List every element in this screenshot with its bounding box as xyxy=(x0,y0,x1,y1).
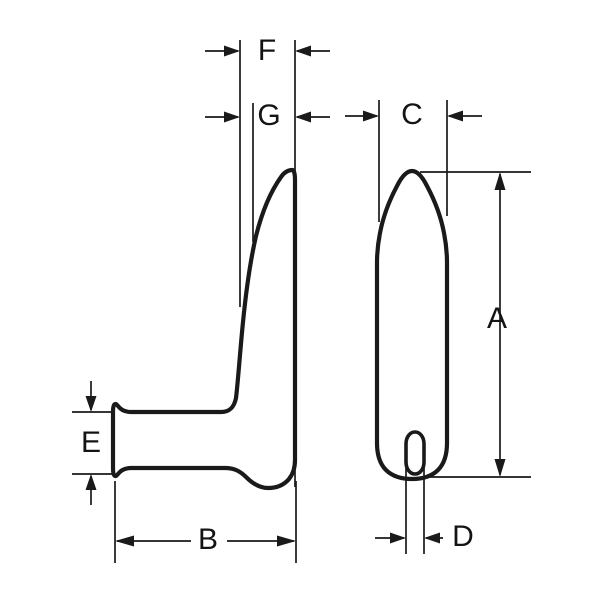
front-view-slot-outline xyxy=(404,430,426,476)
dimension-b-label-backdrop xyxy=(191,522,227,560)
dimension-e-arrowhead-bottom xyxy=(85,474,97,490)
dimension-f-arrowhead-left xyxy=(224,45,240,57)
dimension-f-label: F xyxy=(258,34,276,67)
dimension-b-arrowhead-right xyxy=(277,535,296,547)
dimension-b: B xyxy=(114,481,297,563)
dimension-g-label: G xyxy=(257,99,280,132)
dimension-e-label: E xyxy=(81,426,101,459)
dimension-a-arrowhead-top xyxy=(494,172,506,190)
dimension-f-arrowhead-right xyxy=(295,45,311,57)
dimension-g-arrowhead-left xyxy=(224,111,240,123)
dimension-d-label: D xyxy=(452,520,474,553)
dimension-d-arrowhead-left xyxy=(390,532,406,544)
dimension-a-label: A xyxy=(487,302,507,335)
dimension-g: G xyxy=(205,99,330,242)
dimension-g-arrowhead-right xyxy=(295,111,311,123)
dimension-c-arrowhead-left xyxy=(363,110,379,122)
dimension-e: E xyxy=(72,381,113,505)
dimension-f: F xyxy=(205,34,330,487)
dimension-b-label: B xyxy=(198,523,218,556)
dimension-c-label: C xyxy=(401,98,423,131)
dimension-e-arrowhead-top xyxy=(85,396,97,412)
dimension-a: A xyxy=(420,171,531,478)
front-view-outline xyxy=(374,168,450,482)
dimension-d: D xyxy=(375,468,474,554)
side-view-outline xyxy=(110,167,298,491)
dimension-c-arrowhead-right xyxy=(447,110,463,122)
dimension-d-arrowhead-right xyxy=(424,532,440,544)
dimension-c: C xyxy=(345,98,482,222)
dimension-a-arrowhead-bottom xyxy=(494,459,506,477)
dimension-b-arrowhead-left xyxy=(115,535,134,547)
